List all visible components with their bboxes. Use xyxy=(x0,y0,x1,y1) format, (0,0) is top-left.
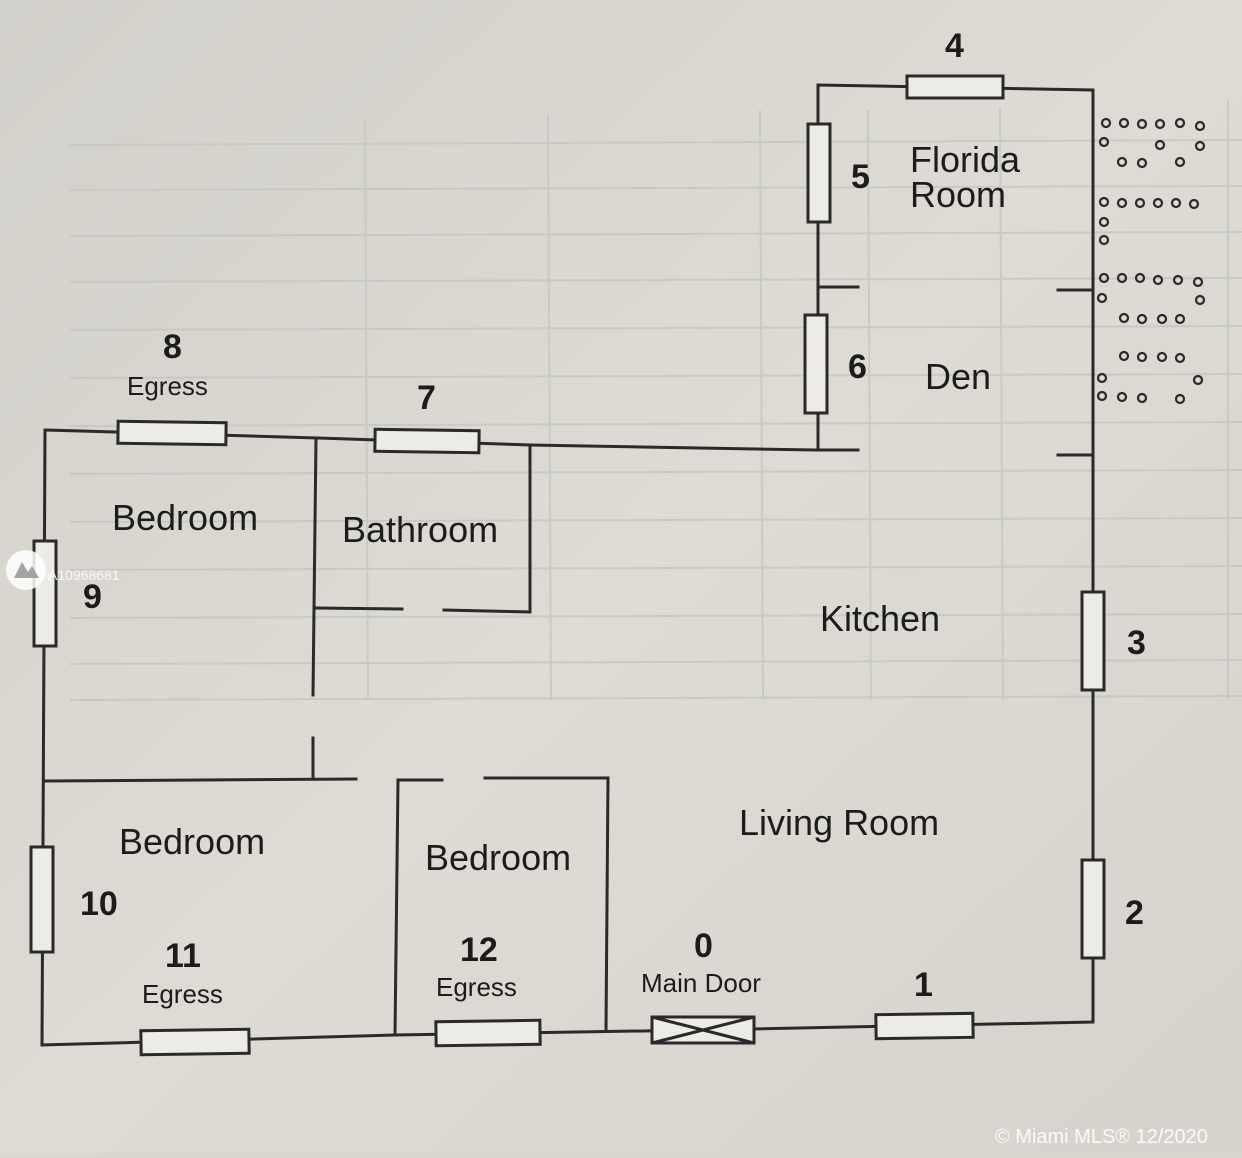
room-label-kitchen: Kitchen xyxy=(820,598,940,639)
window-4 xyxy=(905,74,1005,100)
window-5 xyxy=(806,122,832,224)
opening-number-1: 1 xyxy=(914,966,933,1004)
opening-note-12: Egress xyxy=(436,972,517,1002)
opening-note-0: Main Door xyxy=(641,968,761,998)
window-12 xyxy=(434,1018,542,1048)
watermarks: A10968681 © Miami MLS® 12/2020 xyxy=(6,550,1208,1148)
window-2 xyxy=(1080,858,1106,960)
room-label-florida-line2: Room xyxy=(910,174,1006,215)
listing-id-watermark: A10968681 xyxy=(48,567,120,583)
mls-logo-icon xyxy=(6,550,46,590)
window-7 xyxy=(373,427,481,455)
windows xyxy=(29,74,1106,1057)
opening-number-6: 6 xyxy=(848,348,867,386)
room-label-bedroom-s: Bedroom xyxy=(425,837,571,878)
window-6 xyxy=(803,313,829,415)
room-label-den: Den xyxy=(925,356,991,397)
opening-number-10: 10 xyxy=(80,885,118,923)
opening-number-4: 4 xyxy=(945,27,964,65)
opening-number-8: 8 xyxy=(163,328,182,366)
opening-number-5: 5 xyxy=(851,158,870,196)
opening-note-8: Egress xyxy=(127,371,208,401)
room-labels: Florida Room Den Bedroom Bathroom Kitche… xyxy=(112,139,1021,878)
opening-labels: 4 5 6 7 8 Egress 9 10 11 Egress 12 Egres… xyxy=(80,27,1146,1009)
main-door-symbol xyxy=(650,1015,756,1045)
opening-number-0: 0 xyxy=(694,927,713,965)
copyright-watermark: © Miami MLS® 12/2020 xyxy=(995,1126,1208,1148)
dotted-hatch xyxy=(1096,117,1206,405)
room-label-bathroom: Bathroom xyxy=(342,509,498,550)
window-3 xyxy=(1080,590,1106,692)
room-label-bedroom-sw: Bedroom xyxy=(119,821,265,862)
opening-number-11: 11 xyxy=(165,937,201,975)
opening-number-3: 3 xyxy=(1127,624,1146,662)
opening-note-11: Egress xyxy=(142,979,223,1009)
opening-number-7: 7 xyxy=(417,379,436,417)
room-label-bedroom-nw: Bedroom xyxy=(112,497,258,538)
window-8 xyxy=(116,419,228,447)
room-label-florida-line1: Florida xyxy=(910,139,1021,180)
room-label-living-room: Living Room xyxy=(739,802,939,843)
opening-number-2: 2 xyxy=(1125,894,1144,932)
opening-number-9: 9 xyxy=(83,578,102,616)
window-1 xyxy=(874,1011,975,1041)
window-11 xyxy=(139,1027,251,1057)
background-grid xyxy=(69,100,1242,701)
opening-number-12: 12 xyxy=(460,931,498,969)
window-10 xyxy=(29,845,55,954)
